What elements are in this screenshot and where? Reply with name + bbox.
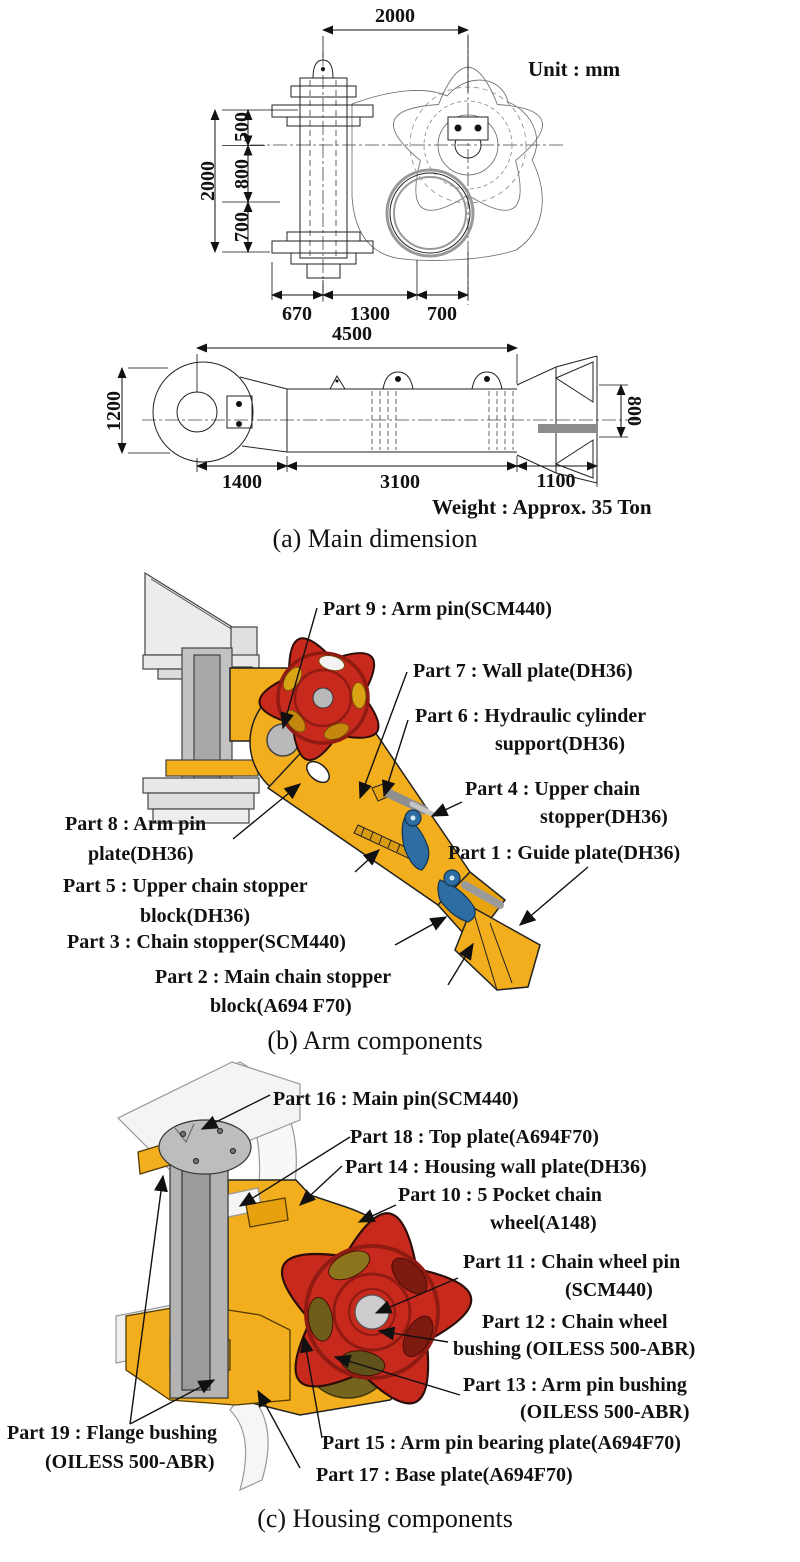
label-part-5-line1: Part 5 : Upper chain stopper <box>63 875 308 897</box>
label-part-19-line2: (OILESS 500-ABR) <box>45 1451 215 1473</box>
label-part-10-line2: wheel(A148) <box>490 1212 597 1234</box>
panel-b-caption: (b) Arm components <box>267 1026 483 1055</box>
hawse-ring <box>385 168 475 258</box>
label-part-11-line2: (SCM440) <box>565 1279 653 1301</box>
dim-bottom-700: 700 <box>427 303 457 325</box>
label-part-13-line1: Part 13 : Arm pin bushing <box>463 1374 687 1396</box>
leader-lines <box>232 607 589 986</box>
unit-note: Unit : mm <box>528 57 621 81</box>
dim-height-800: 800 <box>623 396 645 426</box>
dim-left-700: 700 <box>231 212 253 242</box>
chain-wheel <box>258 637 380 762</box>
side-view-dimensions <box>117 343 628 487</box>
label-part-2-line2: block(A694 F70) <box>210 995 352 1017</box>
top-view-dimensions <box>210 25 469 300</box>
dim-left-2000: 2000 <box>197 161 219 201</box>
label-part-10-line1: Part 10 : 5 Pocket chain <box>398 1184 602 1206</box>
arm-side-outline <box>152 355 598 484</box>
leader-lines <box>129 1094 461 1469</box>
chain-wheel-ghost-view <box>393 66 543 211</box>
label-part-18: Part 18 : Top plate(A694F70) <box>350 1126 599 1148</box>
chain-stopper <box>437 869 504 923</box>
label-part-12-line1: Part 12 : Chain wheel <box>482 1311 668 1333</box>
dim-left-500: 500 <box>231 112 253 142</box>
label-part-11-line1: Part 11 : Chain wheel pin <box>463 1251 681 1273</box>
dim-bottom-1400: 1400 <box>222 471 262 493</box>
label-part-5-line2: block(DH36) <box>140 905 250 927</box>
label-part-7: Part 7 : Wall plate(DH36) <box>413 660 633 682</box>
main-dimension-drawing: 2000 2000 500 800 700 670 1300 700 4500 … <box>103 5 652 519</box>
label-part-15: Part 15 : Arm pin bearing plate(A694F70) <box>322 1432 681 1454</box>
side-view-drawing <box>117 343 640 487</box>
label-part-8-line1: Part 8 : Arm pin <box>65 813 207 835</box>
dim-bottom-1300: 1300 <box>350 303 390 325</box>
label-part-14: Part 14 : Housing wall plate(DH36) <box>345 1156 647 1178</box>
dim-left-800: 800 <box>231 159 253 189</box>
label-part-8-line2: plate(DH36) <box>88 843 194 865</box>
top-view-drawing <box>210 25 565 305</box>
label-part-3: Part 3 : Chain stopper(SCM440) <box>67 931 346 953</box>
dim-bottom-3100: 3100 <box>380 471 420 493</box>
label-part-12-line2: bushing (OILESS 500-ABR) <box>453 1338 696 1360</box>
label-part-2-line1: Part 2 : Main chain stopper <box>155 966 392 988</box>
main-pin <box>158 1119 252 1399</box>
label-part-1: Part 1 : Guide plate(DH36) <box>448 842 681 864</box>
label-part-4-line1: Part 4 : Upper chain <box>465 778 641 800</box>
label-part-19-line1: Part 19 : Flange bushing <box>7 1422 218 1444</box>
panel-a-caption: (a) Main dimension <box>272 524 478 553</box>
arm-components-render <box>142 571 589 991</box>
label-part-13-line2: (OILESS 500-ABR) <box>520 1401 690 1423</box>
label-part-9: Part 9 : Arm pin(SCM440) <box>323 598 552 620</box>
arm-pin-column-front-view <box>271 59 374 279</box>
housing-components-render <box>115 1061 473 1492</box>
label-part-6-line1: Part 6 : Hydraulic cylinder <box>415 705 647 727</box>
label-part-6-line2: support(DH36) <box>495 733 626 755</box>
weight-note: Weight : Approx. 35 Ton <box>432 495 652 519</box>
ship-structure-section <box>142 571 260 824</box>
dim-bottom-670: 670 <box>282 303 312 325</box>
dim-top-2000: 2000 <box>375 5 415 27</box>
housing-outline <box>351 79 543 261</box>
dim-height-1200: 1200 <box>103 391 125 431</box>
panel-c-caption: (c) Housing components <box>257 1504 513 1533</box>
label-part-17: Part 17 : Base plate(A694F70) <box>316 1464 573 1486</box>
upper-chain-stopper <box>401 809 430 871</box>
label-part-16: Part 16 : Main pin(SCM440) <box>273 1088 519 1110</box>
dim-bottom-1100: 1100 <box>537 470 576 492</box>
label-part-4-line2: stopper(DH36) <box>540 806 668 828</box>
dim-length-4500: 4500 <box>332 323 372 345</box>
